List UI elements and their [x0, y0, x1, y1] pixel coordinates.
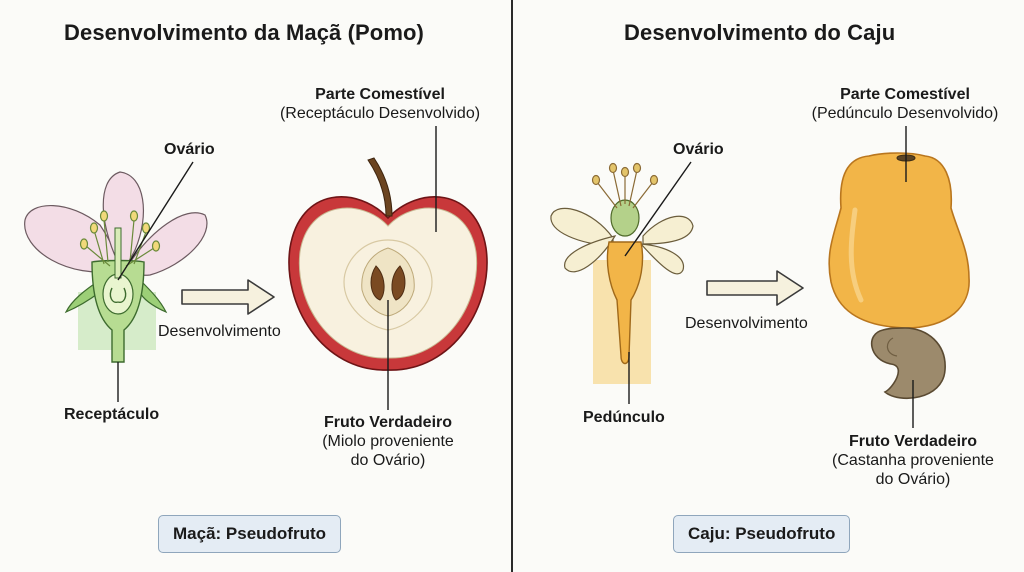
cashew-illustration: [550, 126, 970, 428]
cashew-ovary-pointer: [624, 161, 692, 257]
cashew-pseudofruit-badge: Caju: Pseudofruto: [673, 515, 851, 553]
apple-development-arrow: [181, 279, 275, 315]
cashew-ovary-label: Ovário: [673, 141, 724, 158]
cashew-nut: [870, 327, 946, 400]
apple-true-fruit-sub2: do Ovário): [350, 452, 426, 469]
apple-true-fruit-title: Fruto Verdadeiro: [323, 414, 453, 431]
cashew-true-fruit-title: Fruto Verdadeiro: [848, 433, 978, 450]
apple-receptacle-label: Receptáculo: [64, 406, 160, 423]
apple-title: Desenvolvimento da Maçã (Pomo): [64, 20, 424, 45]
apple-stamens: [79, 210, 161, 267]
panel-divider: [511, 0, 513, 572]
cashew-arrow-label: Desenvolvimento: [685, 315, 808, 332]
cashew-true-fruit-sub1: (Castanha proveniente: [832, 452, 994, 469]
cashew-fruit: [828, 152, 970, 400]
apple-ovary-label: Ovário: [164, 141, 215, 158]
apple-true-fruit-sub1: (Miolo proveniente: [322, 433, 454, 450]
cashew-true-fruit-sub2: do Ovário): [875, 471, 951, 488]
apple-illustration: [24, 126, 488, 410]
cashew-peduncle-label: Pedúnculo: [583, 409, 665, 426]
cashew-panel: Desenvolvimento do Caju: [513, 0, 1024, 572]
apple-edible-label: Parte Comestível (Receptáculo Desenvolvi…: [262, 85, 498, 123]
cashew-edible-label: Parte Comestível (Pedúnculo Desenvolvido…: [795, 85, 1015, 123]
apple-arrow-label: Desenvolvimento: [158, 323, 281, 340]
cashew-stamens: [591, 162, 659, 209]
cashew-edible-title: Parte Comestível: [840, 86, 970, 103]
cashew-development-arrow: [706, 270, 804, 306]
cashew-peduncle: [606, 241, 644, 365]
apple-panel: Desenvolvimento da Maçã (Pomo): [0, 0, 511, 572]
apple-style: [114, 227, 122, 279]
cashew-edible-sub: (Pedúnculo Desenvolvido): [811, 105, 999, 122]
apple-edible-title: Parte Comestível: [315, 86, 445, 103]
apple-ovary-pointer: [117, 161, 194, 281]
apple-pseudofruit-badge: Maçã: Pseudofruto: [158, 515, 342, 553]
cashew-true-fruit-label: Fruto Verdadeiro (Castanha proveniente d…: [813, 432, 1013, 489]
cashew-title: Desenvolvimento do Caju: [624, 20, 896, 45]
apple-true-fruit-label: Fruto Verdadeiro (Miolo proveniente do O…: [300, 413, 476, 470]
apple-edible-sub: (Receptáculo Desenvolvido): [279, 105, 481, 122]
